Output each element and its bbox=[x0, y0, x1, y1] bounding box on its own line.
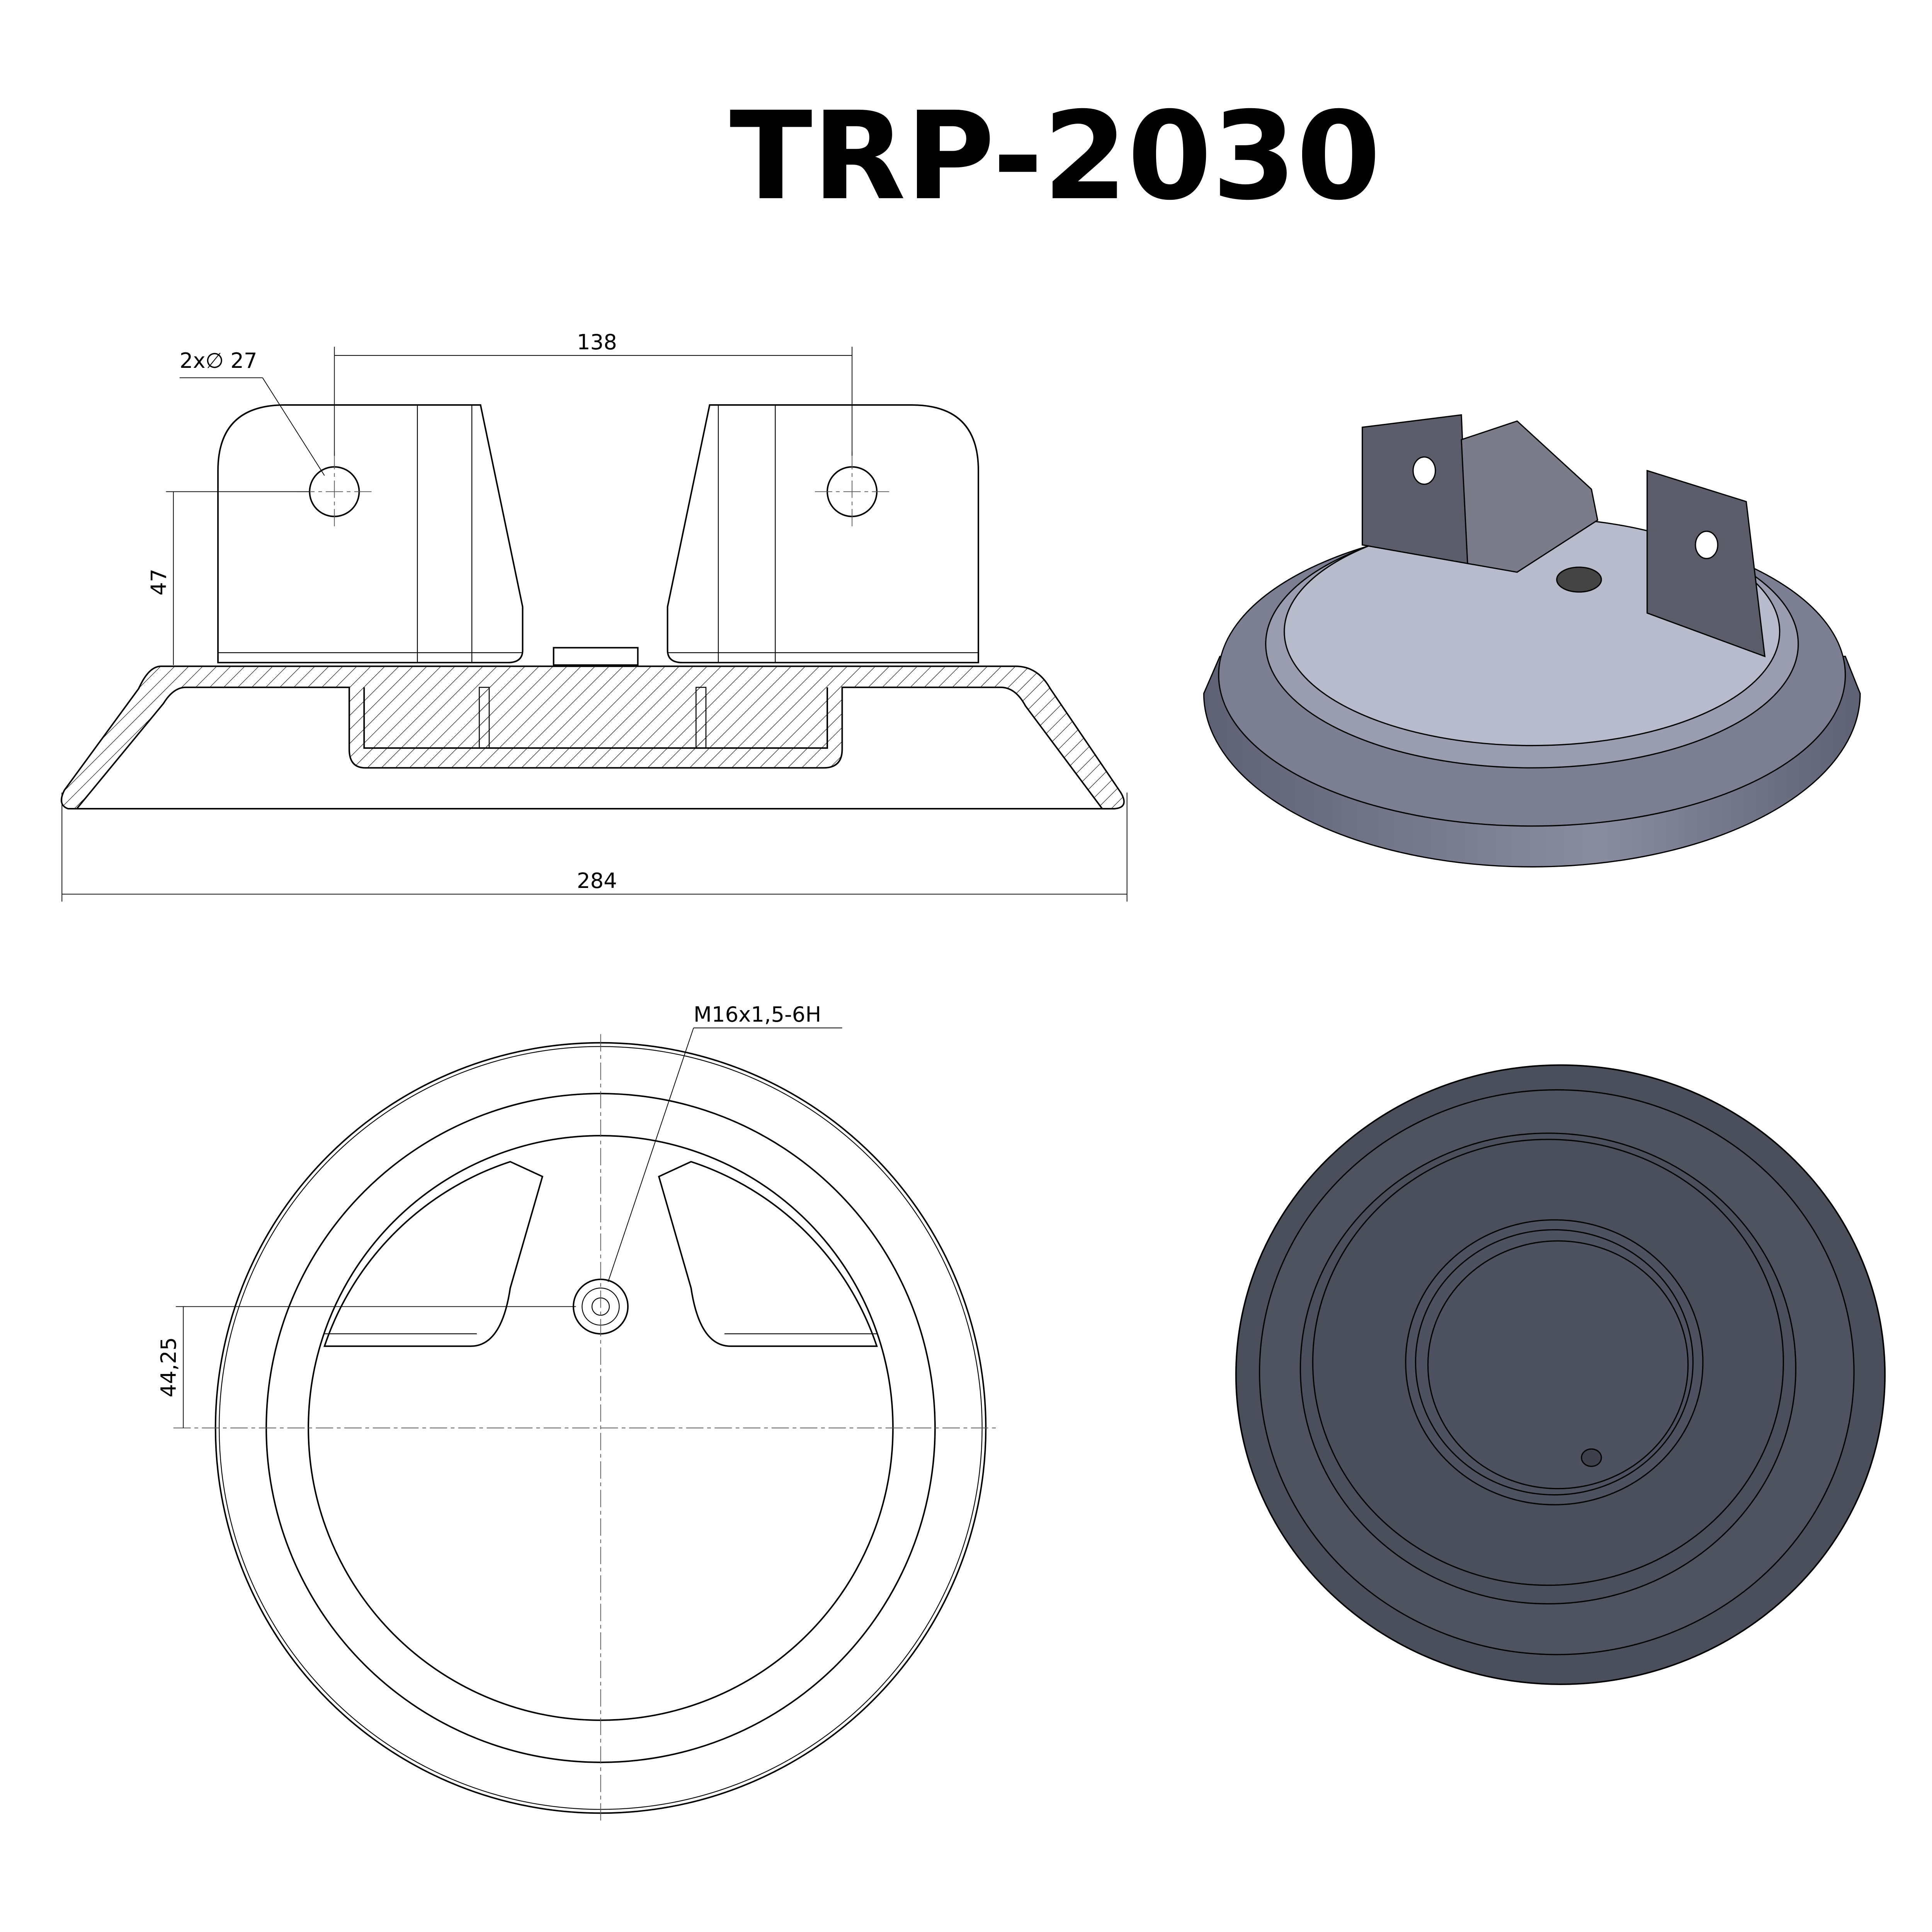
iso-left-bracket bbox=[1362, 414, 1468, 565]
right-cutout bbox=[658, 1161, 878, 1347]
side-section-view: 138 2x∅ 27 47 284 bbox=[61, 330, 1128, 902]
hole-diameter-callout: 2x∅ 27 bbox=[180, 348, 257, 373]
top-view: M16x1,5-6H 44,25 bbox=[156, 1002, 997, 1821]
isometric-bottom-view bbox=[1235, 1064, 1886, 1685]
isometric-top-view bbox=[1203, 414, 1861, 868]
hub-offset-dimension: 44,25 bbox=[156, 1337, 181, 1397]
drawing-sheet: TRP-2030 138 2x∅ 27 47 284 bbox=[61, 86, 1886, 1821]
right-bracket bbox=[667, 404, 979, 663]
left-cutout bbox=[323, 1161, 544, 1347]
thread-callout: M16x1,5-6H bbox=[694, 1002, 821, 1027]
left-bracket bbox=[217, 404, 524, 663]
drawing-title: TRP-2030 bbox=[730, 86, 1381, 227]
overall-width-dimension: 284 bbox=[577, 868, 617, 893]
hole-spacing-dimension: 138 bbox=[577, 330, 617, 354]
iso-right-bracket bbox=[1646, 469, 1766, 658]
base-section-hatch bbox=[61, 665, 1125, 810]
hole-height-dimension: 47 bbox=[146, 569, 171, 595]
